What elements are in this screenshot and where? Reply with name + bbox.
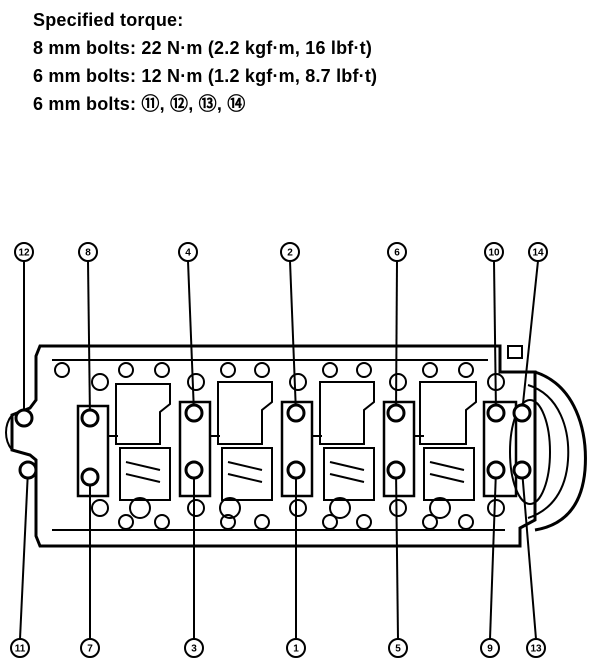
bolt-1-label: 1 <box>293 644 299 655</box>
bolt-14-label-ring <box>528 242 548 262</box>
camshaft-journals <box>76 400 518 498</box>
bolt-6: 6 <box>386 242 407 423</box>
bolt-8-leader <box>87 260 91 419</box>
bolt-3-label-ring <box>184 638 204 658</box>
cylinder-head-outline <box>5 344 587 548</box>
bolt-14: 14 <box>512 242 548 423</box>
bolt-14-leader <box>521 260 539 414</box>
bolt-6-leader <box>395 260 398 414</box>
bolt-11: 11 <box>10 460 38 658</box>
bolt-13: 13 <box>512 460 546 658</box>
valve-rocker-assemblies <box>108 381 477 501</box>
bolt-9-head <box>486 460 506 480</box>
bolt-10-leader <box>493 260 497 414</box>
bolt-12-head <box>14 408 34 428</box>
bolt-5-label-ring <box>388 638 408 658</box>
bolt-10-label-ring <box>484 242 504 262</box>
bolt-8: 8 <box>78 242 100 428</box>
bolts-top-row: 12 8 4 2 6 10 14 <box>14 242 548 428</box>
bolt-9: 9 <box>480 460 506 658</box>
bolt-2-leader <box>289 260 297 414</box>
bolt-12: 12 <box>14 242 34 428</box>
bolt-1-head <box>286 460 306 480</box>
bolt-14-label: 14 <box>532 248 544 259</box>
spec-title: Specified torque: <box>33 10 184 30</box>
bolt-3-label: 3 <box>191 644 197 655</box>
bolt-10-head <box>486 403 506 423</box>
head-surface-circles <box>54 362 505 530</box>
bolt-11-leader <box>19 469 29 640</box>
spec-8mm-bolts: 8 mm bolts: 22 N·m (2.2 kgf·m, 16 lbf·t) <box>33 38 373 58</box>
bolt-9-leader <box>489 469 497 640</box>
bolt-5-label: 5 <box>395 644 401 655</box>
bolt-5-leader <box>395 469 399 640</box>
torque-specification: Specified torque: 8 mm bolts: 22 N·m (2.… <box>33 6 377 118</box>
bolt-12-label: 12 <box>18 248 30 259</box>
bolt-7: 7 <box>80 467 100 658</box>
bolt-5: 5 <box>386 460 408 658</box>
bolt-10-label: 10 <box>488 248 500 259</box>
bolt-7-head <box>80 467 100 487</box>
bolt-13-label: 13 <box>530 644 542 655</box>
bolt-12-label-ring <box>14 242 34 262</box>
bolt-5-head <box>386 460 406 480</box>
bolt-6-label-ring <box>387 242 407 262</box>
bolt-4-label-ring <box>178 242 198 262</box>
bolt-8-label: 8 <box>85 248 91 259</box>
bolt-4: 4 <box>178 242 204 423</box>
bolt-2: 2 <box>280 242 306 423</box>
bolt-4-head <box>184 403 204 423</box>
bolt-7-label: 7 <box>87 644 93 655</box>
bolt-1: 1 <box>286 460 306 658</box>
bolt-4-label: 4 <box>185 248 191 259</box>
spec-6mm-bolt-numbers: 6 mm bolts: ⑪, ⑫, ⑬, ⑭ <box>33 94 246 114</box>
bolt-14-head <box>512 403 532 423</box>
bolt-8-label-ring <box>78 242 98 262</box>
bolt-9-label: 9 <box>487 644 493 655</box>
bolt-3: 3 <box>184 460 204 658</box>
bolt-4-leader <box>187 260 195 414</box>
bolt-7-label-ring <box>80 638 100 658</box>
bolt-6-label: 6 <box>394 248 400 259</box>
bolt-2-head <box>286 403 306 423</box>
bolt-2-label: 2 <box>287 248 293 259</box>
bolt-10: 10 <box>484 242 506 423</box>
bolt-1-label-ring <box>286 638 306 658</box>
bolt-11-label: 11 <box>15 644 26 655</box>
bolt-8-head <box>80 408 100 428</box>
bolt-2-label-ring <box>280 242 300 262</box>
bolt-11-head <box>18 460 38 480</box>
bolt-3-head <box>184 460 204 480</box>
bolt-6-head <box>386 403 406 423</box>
bolt-13-head <box>512 460 532 480</box>
bolt-13-label-ring <box>526 638 546 658</box>
spec-6mm-bolts: 6 mm bolts: 12 N·m (1.2 kgf·m, 8.7 lbf·t… <box>33 66 378 86</box>
bolt-13-leader <box>521 469 537 640</box>
bolt-11-label-ring <box>10 638 30 658</box>
bolts-bottom-row: 11 7 3 1 5 9 13 <box>10 460 546 658</box>
bolt-9-label-ring <box>480 638 500 658</box>
